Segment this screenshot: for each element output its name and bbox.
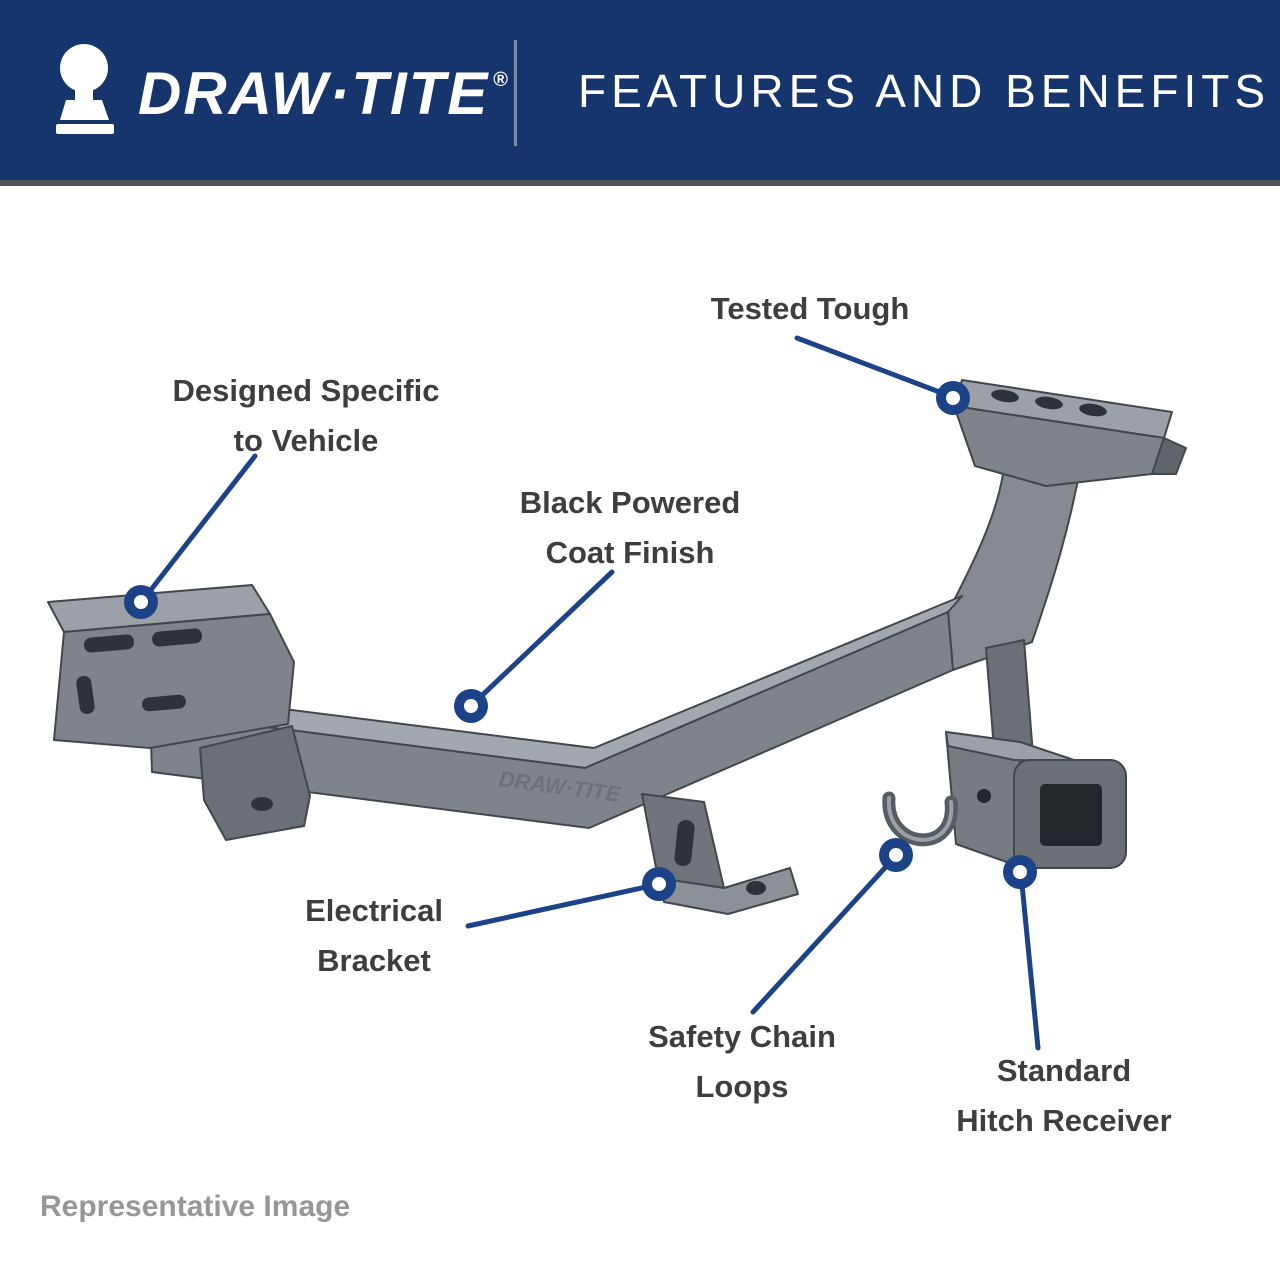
header-divider bbox=[514, 40, 517, 146]
callout-markers bbox=[124, 381, 1037, 901]
callout-text: Tested Tough bbox=[710, 291, 910, 326]
callout-marker bbox=[1003, 855, 1037, 889]
page-title: FEATURES AND BENEFITS bbox=[578, 65, 1271, 117]
callout-label-designed-specific: Designed Specific to Vehicle bbox=[126, 366, 486, 466]
callout-label-safety-chain-loops: Safety Chain Loops bbox=[592, 1012, 892, 1112]
main-beam: DRAW·TITE bbox=[149, 595, 963, 829]
callout-text: Standard bbox=[996, 1053, 1132, 1088]
callout-line bbox=[470, 569, 615, 707]
left-mount-plate bbox=[47, 584, 311, 841]
callout-text: Designed Specific bbox=[172, 373, 440, 408]
callout-text: Safety Chain bbox=[648, 1019, 836, 1054]
upright-arm bbox=[947, 457, 1083, 671]
top-mount-plate bbox=[953, 379, 1187, 487]
callout-line bbox=[140, 453, 258, 603]
callout-text: Coat Finish bbox=[545, 535, 715, 570]
brand-wordmark: DRAW·TITE® bbox=[138, 59, 508, 128]
header-banner: DRAW·TITE® FEATURES AND BENEFITS bbox=[0, 0, 1280, 186]
callout-marker bbox=[879, 838, 913, 872]
callout-label-tested-tough: Tested Tough bbox=[660, 284, 960, 334]
callout-text: to Vehicle bbox=[233, 423, 379, 458]
callout-line bbox=[750, 855, 897, 1015]
callout-text: Hitch Receiver bbox=[956, 1103, 1172, 1138]
safety-chain-loop bbox=[882, 791, 958, 847]
callout-line bbox=[1018, 871, 1041, 1051]
callout-text: Bracket bbox=[317, 943, 431, 978]
drawtite-logo: DRAW·TITE® bbox=[54, 38, 508, 148]
registered-mark: ® bbox=[493, 68, 509, 91]
callout-line bbox=[465, 882, 658, 929]
electrical-bracket-part bbox=[641, 793, 799, 915]
receiver-tube bbox=[945, 731, 1127, 869]
callout-line bbox=[794, 335, 953, 399]
callout-marker bbox=[454, 689, 488, 723]
callout-marker bbox=[642, 867, 676, 901]
callout-marker bbox=[936, 381, 970, 415]
callout-label-black-powder-coat: Black Powered Coat Finish bbox=[450, 478, 810, 578]
callout-text: Black Powered bbox=[519, 485, 741, 520]
callout-label-electrical-bracket: Electrical Bracket bbox=[224, 886, 524, 986]
representative-image-note: Representative Image bbox=[40, 1190, 351, 1223]
callout-label-standard-hitch-receiver: Standard Hitch Receiver bbox=[884, 1046, 1244, 1146]
callout-text: Electrical bbox=[305, 893, 443, 928]
hitch-ball-icon bbox=[56, 44, 114, 134]
brand-name: DRAW·TITE bbox=[138, 59, 490, 127]
callout-marker bbox=[124, 585, 158, 619]
callout-text: Loops bbox=[695, 1069, 789, 1104]
